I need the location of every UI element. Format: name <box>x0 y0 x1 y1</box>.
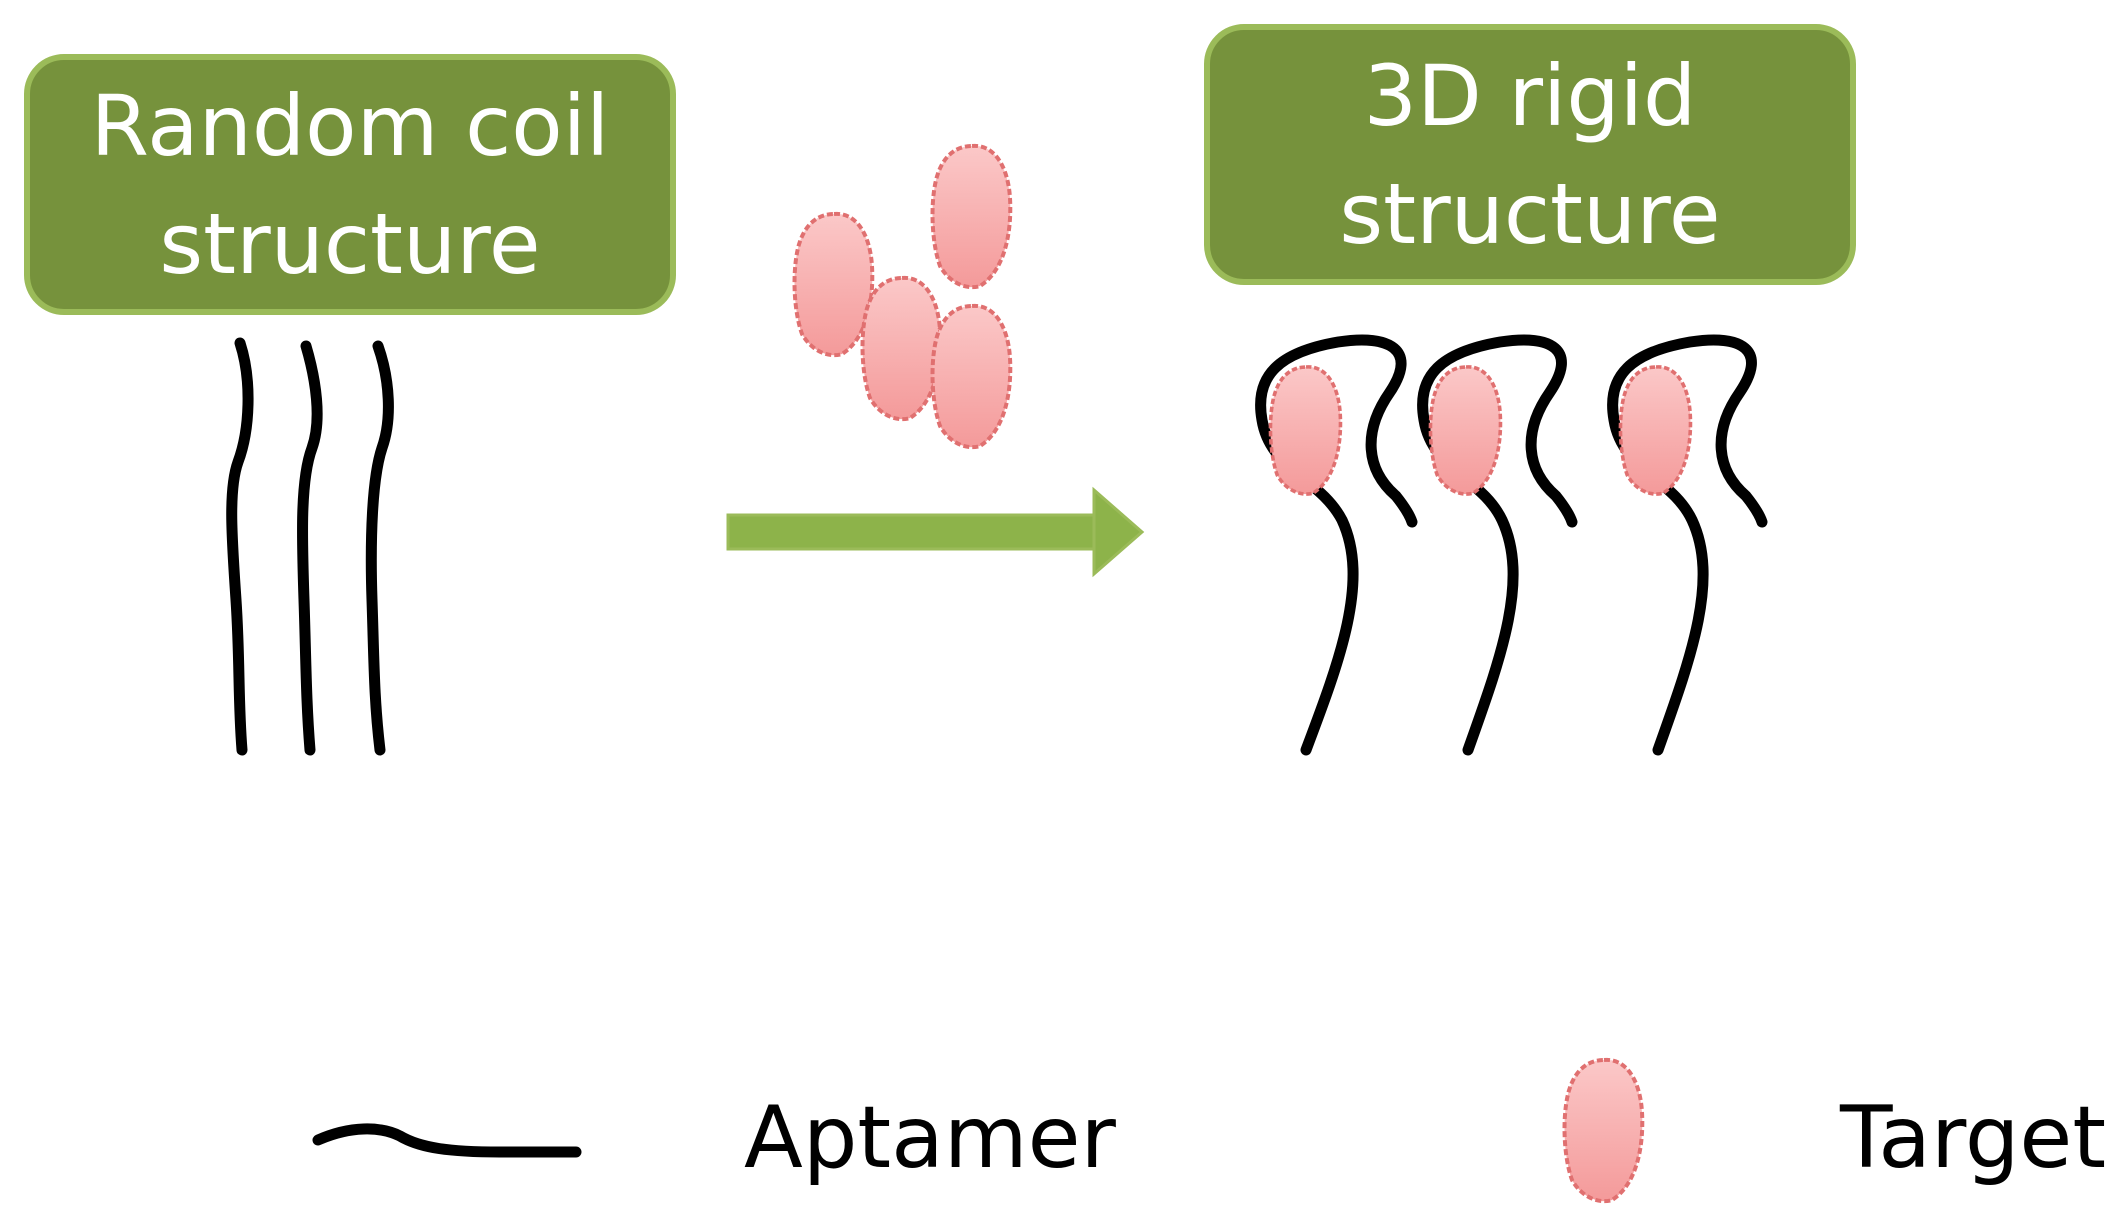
random-coil-aptamers <box>226 337 394 756</box>
target-icon <box>1268 365 1343 496</box>
bound-aptamer-1 <box>1255 334 1418 756</box>
legend-target-icon <box>1562 1057 1645 1204</box>
target-icon <box>1428 365 1503 496</box>
reaction-arrow-icon <box>726 486 1145 578</box>
random-coil-aptamer-1 <box>226 337 254 756</box>
target-icon <box>860 275 943 422</box>
legend-target-label: Target <box>1840 1088 2107 1188</box>
target-icon <box>792 211 875 358</box>
random-coil-label: Random coil structure <box>24 54 676 315</box>
rigid-structure-label: 3D rigid structure <box>1204 24 1856 285</box>
random-coil-aptamer-2 <box>296 340 323 756</box>
legend-aptamer-icon <box>312 1123 582 1158</box>
bound-aptamer-2 <box>1417 334 1578 756</box>
legend-aptamer-label: Aptamer <box>744 1088 1116 1188</box>
bound-aptamers <box>1255 334 1768 756</box>
free-targets <box>792 143 1013 450</box>
target-icon <box>1618 365 1693 496</box>
bound-aptamer-3 <box>1607 334 1768 756</box>
random-coil-aptamer-3 <box>365 340 394 756</box>
legend <box>312 1057 1645 1204</box>
target-icon <box>930 143 1013 290</box>
target-icon <box>930 303 1013 450</box>
